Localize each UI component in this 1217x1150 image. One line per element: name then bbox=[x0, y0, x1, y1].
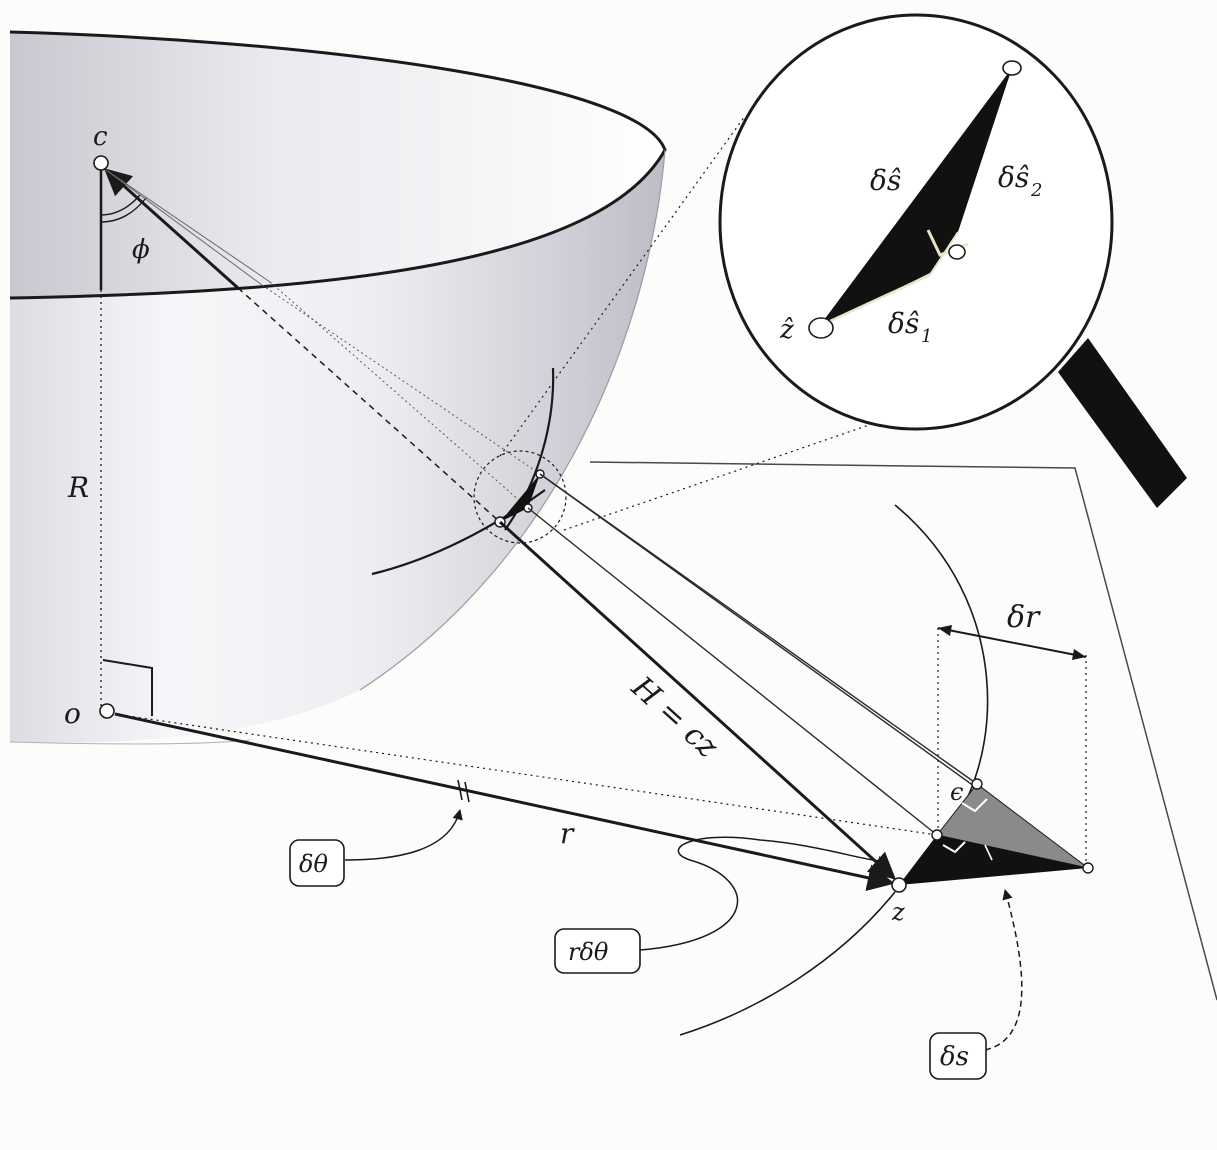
ground-plane bbox=[589, 461, 1217, 1001]
callout-r-delta-theta-curve bbox=[639, 836, 890, 951]
magnified-point-z bbox=[808, 317, 834, 339]
point-c bbox=[93, 155, 109, 171]
label-delta-r: δr bbox=[1007, 600, 1041, 635]
label-r: r bbox=[560, 817, 575, 850]
mag-label-delta-s2-hat: δŝ bbox=[998, 161, 1029, 194]
magnified-point-right bbox=[948, 244, 966, 260]
right-angle-marker-base bbox=[942, 841, 966, 854]
c-ray-dotted-1 bbox=[261, 284, 541, 475]
zoom-guide-top bbox=[499, 115, 746, 457]
right-angle-marker-epsilon bbox=[961, 798, 988, 813]
magnified-leg-2 bbox=[929, 231, 959, 276]
c-ray-dotted-2 bbox=[269, 281, 529, 509]
bowl-bottom-edge bbox=[9, 739, 251, 745]
point-right bbox=[1082, 862, 1094, 874]
label-R: R bbox=[67, 471, 89, 504]
c-ray-dashed bbox=[237, 287, 501, 523]
point-o bbox=[99, 703, 115, 719]
label-phi: ϕ bbox=[132, 235, 150, 265]
r-tick-2 bbox=[464, 781, 470, 803]
label-delta-theta: δθ bbox=[299, 850, 328, 878]
magnified-leg-1 bbox=[827, 273, 931, 324]
label-delta-s: δs bbox=[940, 1042, 969, 1072]
c-ray-thin-2 bbox=[105, 169, 271, 283]
c-ray-thin-1 bbox=[105, 169, 263, 286]
delta-s-box bbox=[929, 1032, 987, 1080]
surface-patch bbox=[500, 474, 540, 522]
delta-theta-box bbox=[289, 839, 345, 887]
callout-delta-theta-curve bbox=[344, 808, 463, 861]
label-r-delta-theta: rδθ bbox=[568, 938, 609, 966]
label-c: c bbox=[93, 122, 108, 152]
r-tick-1 bbox=[457, 779, 463, 801]
phi-arc-inner bbox=[100, 197, 147, 223]
right-angle-marker-o bbox=[102, 659, 153, 716]
callout-delta-s-curve bbox=[984, 888, 1023, 1051]
magnified-point-top bbox=[1002, 60, 1022, 76]
label-H: H = cz bbox=[624, 669, 725, 765]
delta-r-arrowhead-left bbox=[938, 625, 952, 636]
point-epsilon bbox=[971, 778, 983, 790]
r-arrow bbox=[114, 712, 895, 892]
r-delta-theta-box bbox=[554, 928, 641, 974]
point-z bbox=[891, 877, 907, 893]
point-inner bbox=[931, 829, 943, 841]
projection-line-2 bbox=[527, 507, 938, 836]
label-epsilon: ϵ bbox=[950, 778, 963, 806]
mag-label-z-hat: ẑ bbox=[779, 315, 794, 345]
magnified-triangle bbox=[818, 68, 1012, 328]
ground-arc-inner bbox=[679, 891, 896, 1036]
delta-r-arrow bbox=[937, 627, 1087, 658]
delta-r-arrowhead-right bbox=[1072, 649, 1086, 660]
surface-zoom-circle bbox=[473, 450, 567, 544]
zoom-guide-bottom bbox=[563, 403, 931, 531]
mag-label-delta-s1-sub: 1 bbox=[921, 326, 932, 347]
magnifier-handle bbox=[1058, 338, 1187, 508]
label-z: z bbox=[891, 898, 905, 926]
bowl-silhouette bbox=[359, 149, 666, 691]
label-o: o bbox=[64, 697, 81, 730]
mag-label-delta-s1-hat: δŝ bbox=[888, 307, 919, 340]
o-dotted-line bbox=[114, 713, 938, 836]
bowl-body bbox=[10, 150, 665, 743]
mag-label-delta-s-hat: δŝ bbox=[870, 164, 901, 197]
c-arrow bbox=[103, 168, 239, 290]
mag-label-delta-s2-sub: 2 bbox=[1030, 180, 1042, 201]
tick-grey bbox=[984, 844, 993, 861]
